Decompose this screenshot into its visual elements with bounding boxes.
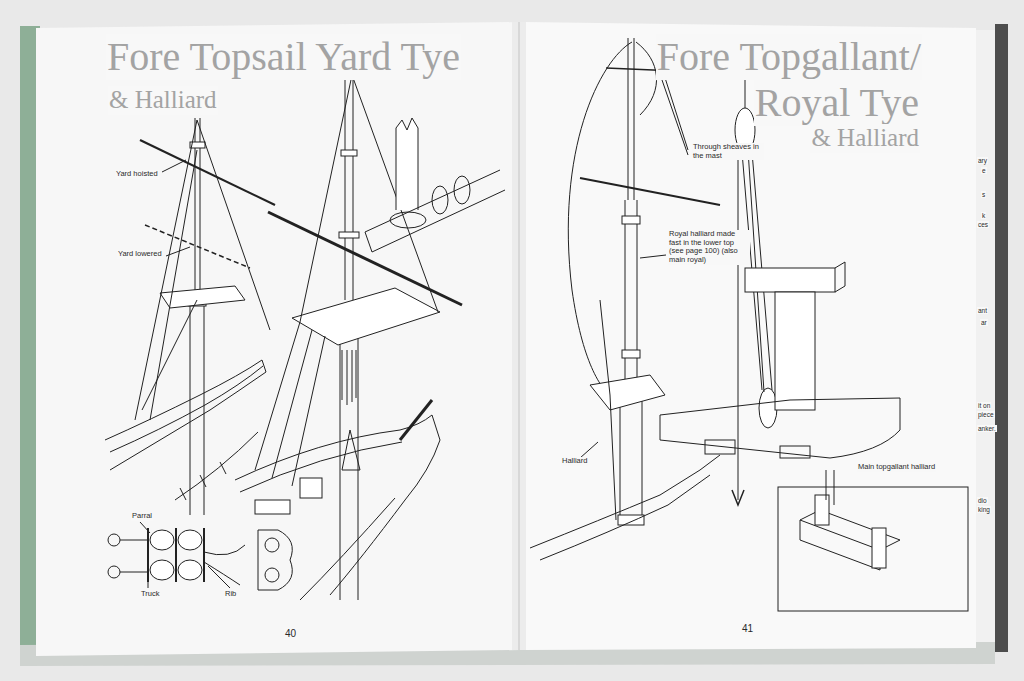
callout-label: ar bbox=[980, 319, 988, 326]
page-heading: Royal Tye bbox=[754, 80, 920, 126]
page-heading: & Halliard bbox=[810, 124, 920, 153]
callout-label: piece bbox=[977, 411, 995, 418]
callout-label: s bbox=[981, 191, 986, 198]
callout-label: Royal halliard made fast in the lower to… bbox=[668, 230, 750, 265]
page-title: Fore Topsail Yard Tye bbox=[106, 34, 461, 80]
callout-label: 41 bbox=[741, 623, 754, 635]
callout-label: Truck bbox=[140, 590, 160, 599]
callout-label: e bbox=[981, 167, 987, 174]
callout-label: it on bbox=[977, 402, 991, 409]
callout-label: king bbox=[977, 506, 991, 513]
callout-label: Halliard bbox=[561, 457, 588, 466]
callout-label: Yard hoisted bbox=[115, 170, 159, 179]
callout-label: Rib bbox=[224, 590, 237, 599]
callout-label: ces bbox=[977, 221, 989, 228]
callout-label: Through sheaves in the mast bbox=[692, 143, 764, 160]
callout-label: k bbox=[981, 212, 986, 219]
callout-label: Yard lowered bbox=[117, 250, 163, 259]
callout-label: ary bbox=[977, 157, 988, 164]
page-heading: Fore Topgallant/ bbox=[656, 34, 922, 80]
page-heading: & Halliard bbox=[108, 86, 218, 115]
callout-label: Parral bbox=[131, 512, 153, 521]
callout-label: anker. bbox=[977, 425, 997, 432]
callout-label: dio bbox=[977, 497, 988, 504]
callout-label: Main topgallant halliard bbox=[857, 463, 936, 472]
callout-label: 40 bbox=[284, 628, 297, 640]
callout-label: ant bbox=[977, 307, 988, 314]
